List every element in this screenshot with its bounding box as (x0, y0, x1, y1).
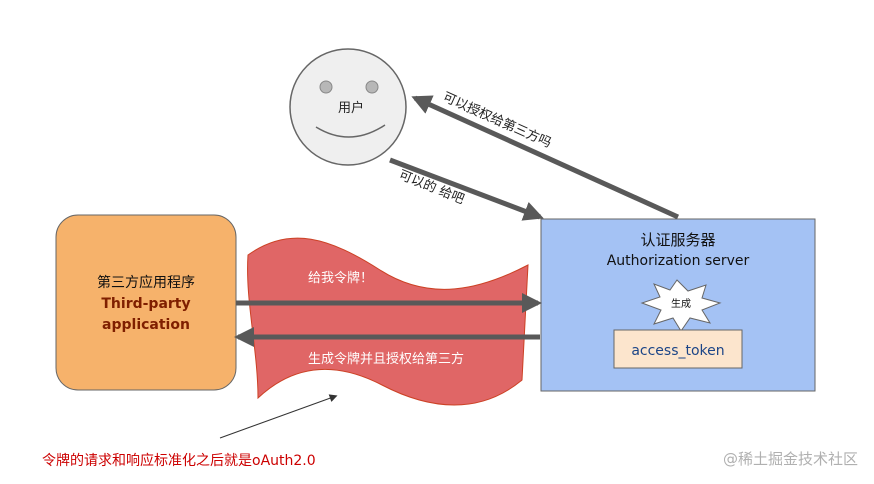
third-party-label-en-1: Third-party (101, 296, 190, 312)
user-smile (315, 124, 386, 138)
auth-server-label-cn: 认证服务器 (640, 231, 715, 249)
annotation-arrow (219, 394, 338, 439)
user-face-circle (289, 48, 407, 166)
auth-server-label-en: Authorization server (607, 253, 750, 269)
auth-server: 认证服务器 Authorization server 生成 access_tok… (540, 218, 816, 392)
user-left-eye (319, 80, 333, 94)
user-face: 用户 (289, 48, 407, 166)
arrow-ask-user-label: 可以授权给第三方吗 (440, 89, 553, 151)
user-right-eye (365, 80, 379, 94)
annotation-text: 令牌的请求和响应标准化之后就是oAuth2.0 (42, 452, 316, 469)
third-party-label-cn: 第三方应用程序 (97, 274, 195, 291)
user-label: 用户 (338, 100, 364, 116)
arrow-grant-token-label: 生成令牌并且授权给第三方 (308, 351, 464, 367)
watermark-text: @稀土掘金技术社区 (723, 450, 858, 468)
arrow-user-reply (389, 157, 544, 221)
access-token-box (613, 329, 743, 369)
third-party-label-en-2: application (102, 317, 190, 333)
starburst-label: 生成 (671, 297, 691, 310)
arrow-request-token-label: 给我令牌！ (308, 270, 373, 286)
arrow-ask-user (411, 95, 680, 220)
third-party-app: 第三方应用程序 Third-party application (55, 214, 237, 391)
access-token-label: access_token (631, 343, 724, 359)
token-banner (247, 237, 529, 406)
